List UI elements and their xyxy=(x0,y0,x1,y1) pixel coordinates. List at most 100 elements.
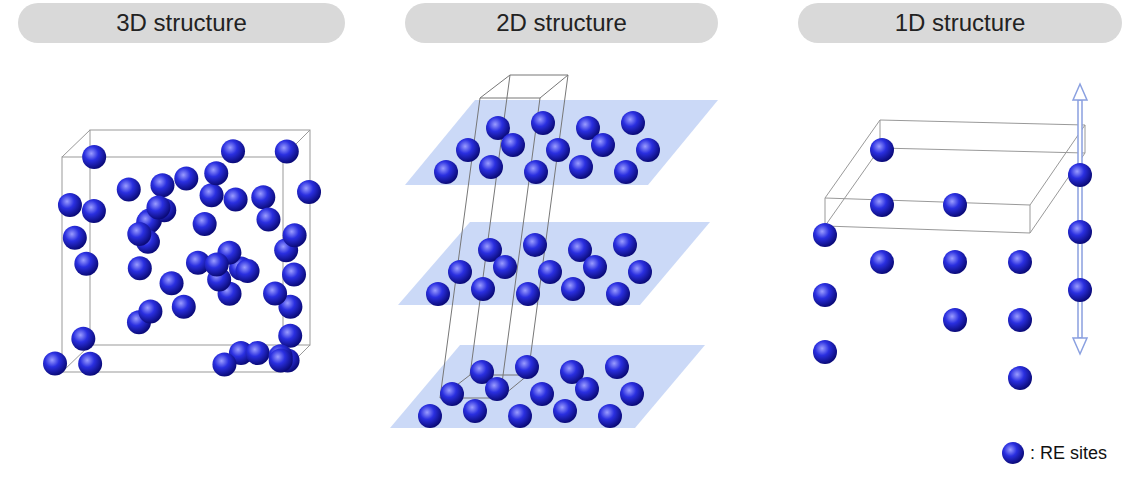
re-site xyxy=(282,263,306,287)
re-site xyxy=(493,255,517,279)
re-site xyxy=(943,250,967,274)
re-site xyxy=(205,252,229,276)
re-site xyxy=(263,282,287,306)
re-site xyxy=(553,399,577,423)
re-site xyxy=(128,256,152,280)
re-site xyxy=(43,352,67,376)
re-site xyxy=(278,324,302,348)
re-site xyxy=(221,139,245,163)
re-site xyxy=(516,282,540,306)
re-site xyxy=(561,277,585,301)
re-site xyxy=(283,223,307,247)
re-site xyxy=(606,282,630,306)
re-site xyxy=(1008,308,1032,332)
re-site xyxy=(628,260,652,284)
legend-sphere xyxy=(1000,440,1026,466)
re-site xyxy=(418,404,442,428)
re-site xyxy=(146,195,170,219)
re-site xyxy=(456,138,480,162)
re-site xyxy=(605,355,629,379)
re-site xyxy=(523,233,547,257)
re-site xyxy=(530,382,554,406)
header-text: 1D structure xyxy=(895,9,1026,37)
re-sites-3d xyxy=(43,139,321,376)
re-site xyxy=(943,193,967,217)
layers-2d xyxy=(390,100,718,428)
re-site xyxy=(531,111,555,135)
re-site xyxy=(575,377,599,401)
re-site xyxy=(117,178,141,202)
re-site xyxy=(434,160,458,184)
re-site xyxy=(538,260,562,284)
re-site xyxy=(515,355,539,379)
re-site xyxy=(71,327,95,351)
re-site xyxy=(813,283,837,307)
re-site xyxy=(212,352,236,376)
re-site xyxy=(256,207,280,231)
re-site xyxy=(463,399,487,423)
header-text: 2D structure xyxy=(496,9,627,37)
re-site xyxy=(546,138,570,162)
unit-cell-1d xyxy=(825,120,1085,233)
re-site xyxy=(508,404,532,428)
header-text: 3D structure xyxy=(116,9,247,37)
re-site xyxy=(78,352,102,376)
header-pill: 3D structure xyxy=(18,3,345,43)
re-site xyxy=(275,139,299,163)
re-site xyxy=(813,223,837,247)
re-site xyxy=(598,404,622,428)
re-site xyxy=(63,226,87,250)
re-site xyxy=(251,185,275,209)
re-site xyxy=(1008,366,1032,390)
re-site xyxy=(870,138,894,162)
re-site xyxy=(524,160,548,184)
re-site xyxy=(224,188,248,212)
re-site xyxy=(58,193,82,217)
re-site xyxy=(138,299,162,323)
re-site xyxy=(172,295,196,319)
re-site xyxy=(1068,278,1092,302)
re-site xyxy=(479,155,503,179)
re-site xyxy=(613,233,637,257)
re-site xyxy=(74,252,98,276)
re-site xyxy=(614,160,638,184)
re-site xyxy=(82,145,106,169)
unit-cell-2d xyxy=(440,75,568,398)
re-site xyxy=(1068,220,1092,244)
legend-item: : RE sites xyxy=(1000,440,1107,466)
re-site xyxy=(440,382,464,406)
re-site xyxy=(193,212,217,236)
re-site xyxy=(236,259,260,283)
re-site xyxy=(246,341,270,365)
legend-text: : RE sites xyxy=(1030,443,1107,464)
re-site xyxy=(269,348,293,372)
re-sites-2d xyxy=(418,111,660,428)
re-site xyxy=(870,193,894,217)
re-site xyxy=(200,183,224,207)
re-site xyxy=(127,222,151,246)
re-site xyxy=(870,250,894,274)
chain-arrow xyxy=(1073,84,1087,354)
header-pill: 2D structure xyxy=(405,3,718,43)
header-pill: 1D structure xyxy=(798,3,1122,43)
re-site xyxy=(426,282,450,306)
re-site xyxy=(591,133,615,157)
unit-cell-3d xyxy=(62,130,310,372)
re-site xyxy=(174,167,198,191)
re-site xyxy=(621,111,645,135)
re-site xyxy=(204,161,228,185)
re-site xyxy=(943,308,967,332)
re-site xyxy=(501,133,525,157)
re-site xyxy=(150,173,174,197)
re-site xyxy=(1008,250,1032,274)
re-site xyxy=(620,382,644,406)
re-site xyxy=(160,271,184,295)
re-site xyxy=(297,180,321,204)
re-site xyxy=(471,277,495,301)
re-site xyxy=(569,155,593,179)
re-site xyxy=(813,340,837,364)
re-site xyxy=(485,377,509,401)
re-site xyxy=(1068,163,1092,187)
